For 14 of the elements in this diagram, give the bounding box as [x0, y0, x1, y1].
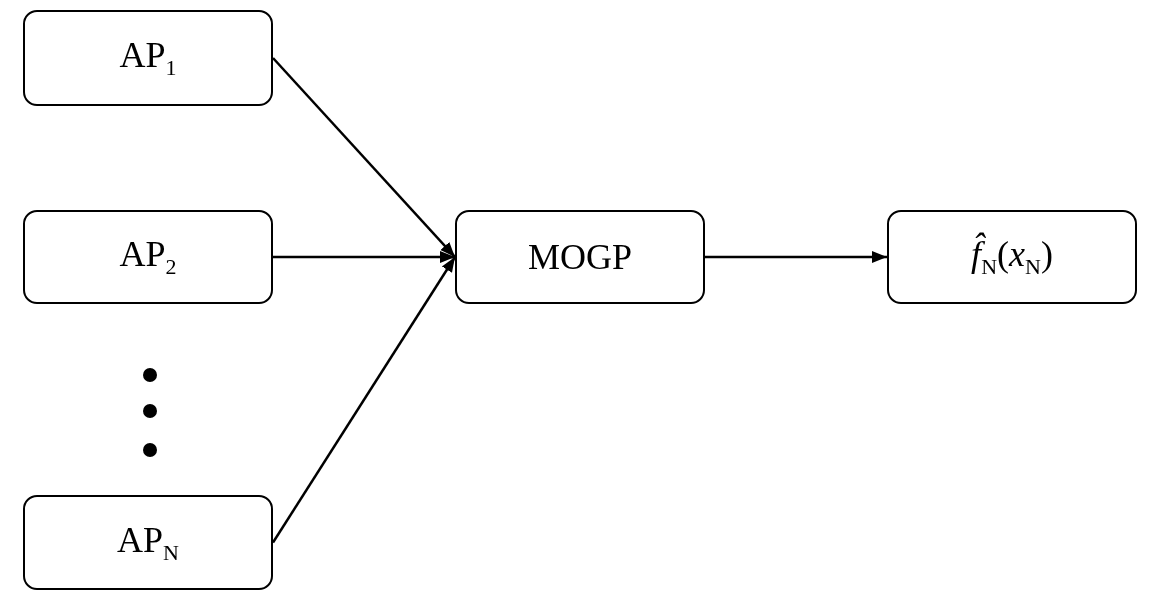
arrow: [705, 251, 887, 263]
arrow: [271, 256, 457, 544]
process-box: [23, 10, 273, 106]
process-box: [455, 210, 705, 304]
node-label: MOGP: [528, 236, 632, 278]
arrow: [273, 251, 455, 263]
process-box: [887, 210, 1137, 304]
node-label: f̂$_{N}$(x$_{N}$): [971, 233, 1053, 281]
arrow: [272, 57, 456, 258]
node-label: AP$_{1}$: [119, 34, 177, 82]
node-label: AP$_{2}$: [119, 233, 177, 281]
process-box: [23, 495, 273, 590]
node-label: AP$_{N}$: [117, 518, 179, 567]
process-box: [23, 210, 273, 304]
